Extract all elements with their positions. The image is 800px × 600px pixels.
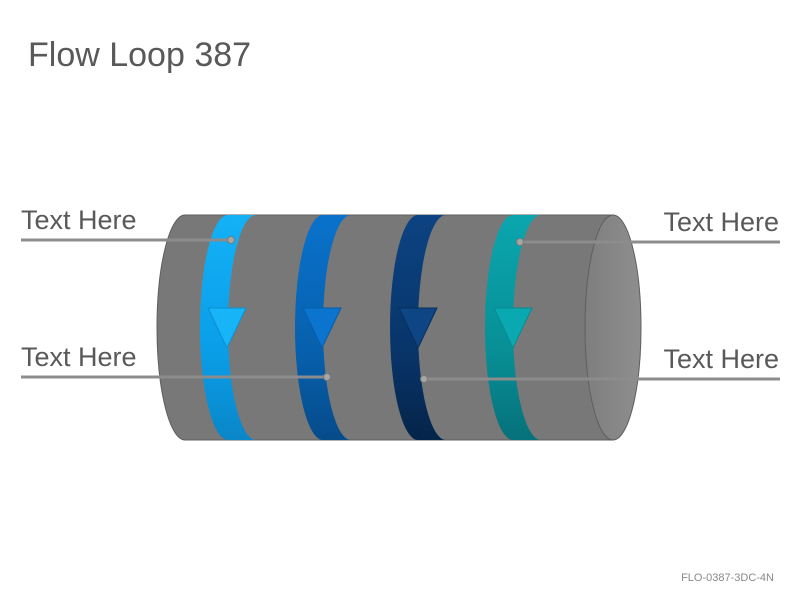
leader-dot (227, 236, 235, 244)
arrow-down-icon (493, 307, 533, 350)
leader-dot (516, 238, 524, 246)
label-bottom-right: Text Here (663, 344, 779, 374)
leader-lines (21, 238, 780, 381)
slide-code: FLO-0387-3DC-4N (681, 572, 774, 584)
cylinder-end-cap (584, 214, 642, 441)
leader-dot (323, 373, 331, 381)
arrow-down-icon (302, 307, 342, 350)
page-title: Flow Loop 387 (28, 36, 252, 74)
arrow-down-icon (398, 307, 438, 350)
label-top-left: Text Here (21, 205, 137, 235)
arrow-down-icon (207, 307, 247, 350)
leader-dot (420, 375, 428, 383)
leader-dots (227, 236, 524, 383)
label-top-right: Text Here (663, 207, 779, 237)
label-bottom-left: Text Here (21, 342, 137, 372)
